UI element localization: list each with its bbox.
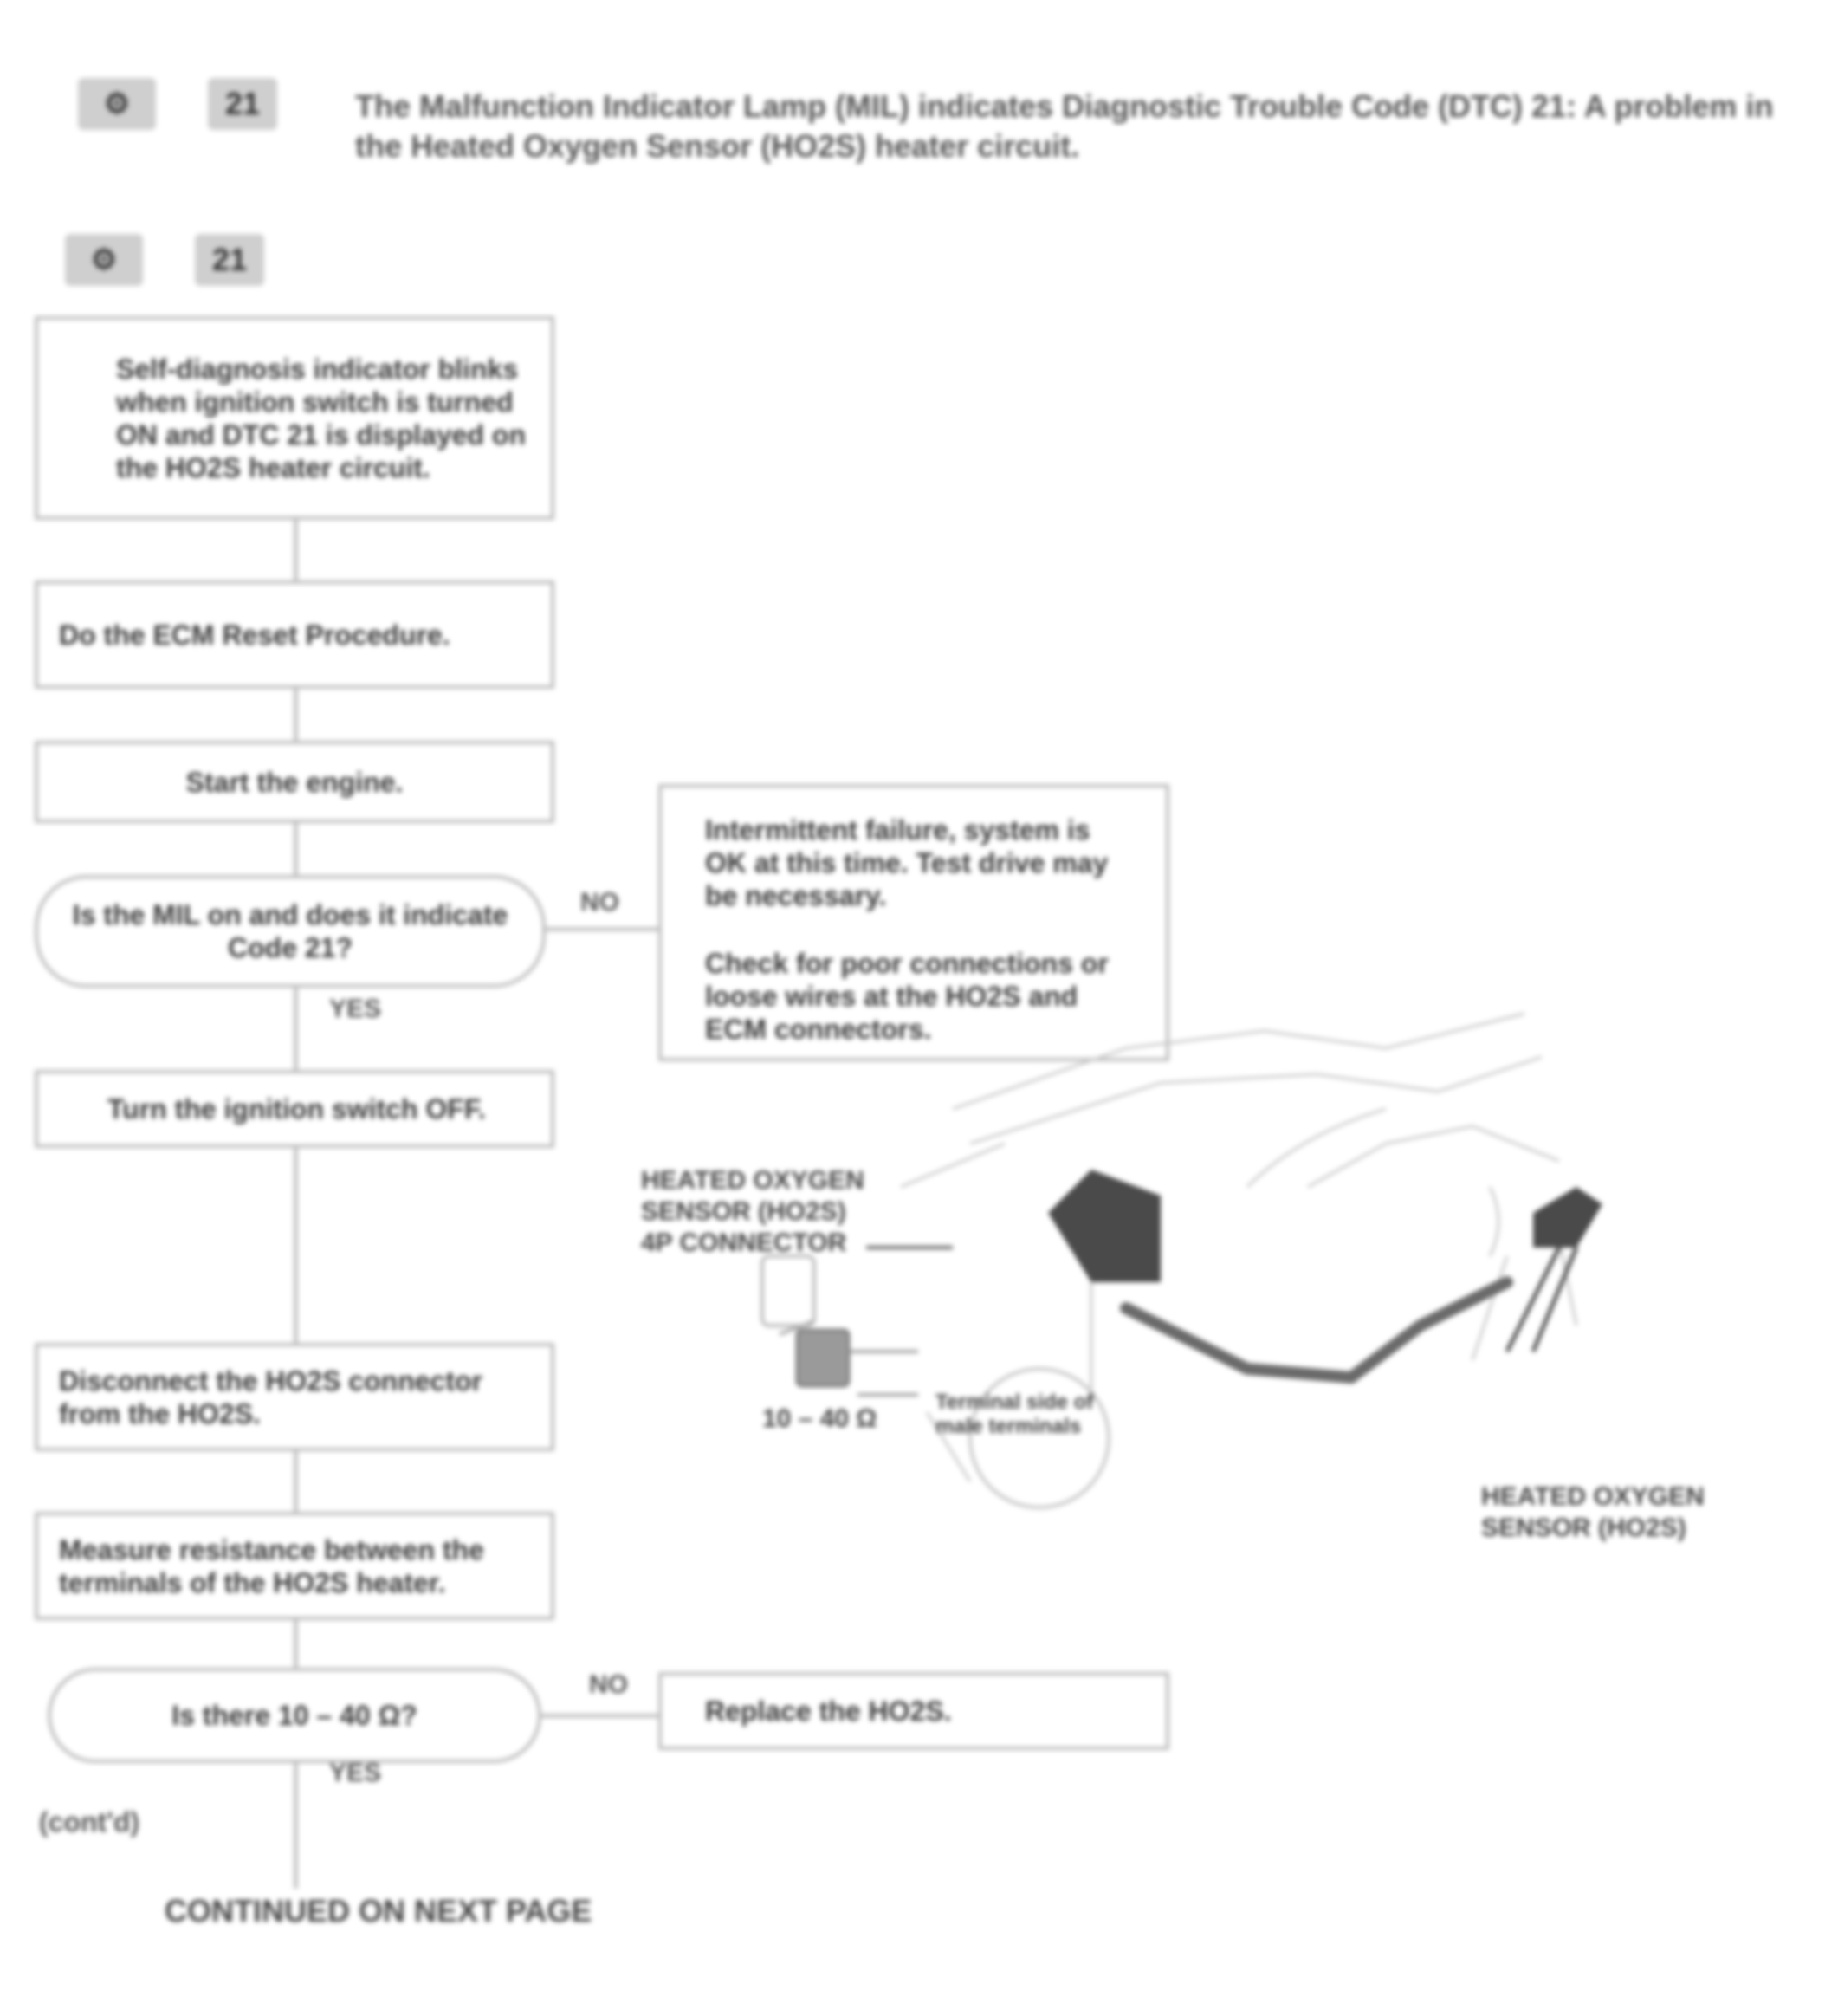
flow-step-start-engine: Start the engine. [35, 741, 554, 823]
flow-result-replace-sensor: Replace the HO2S. [658, 1672, 1169, 1750]
callout-resistance: 10 – 40 Ω [762, 1404, 877, 1433]
flow-step-measure: Measure resistance between the terminals… [35, 1512, 554, 1620]
dtc-badge: 21 [208, 78, 277, 130]
flow-connector [541, 1714, 658, 1718]
intermittent-text: Intermittent failure, system is OK at th… [705, 814, 1109, 911]
hos-connector [1048, 1170, 1161, 1282]
continued-note: (cont'd) [39, 1806, 140, 1838]
subheader-icons: ⚙ 21 [65, 234, 264, 286]
header-icons: ⚙ 21 [78, 78, 277, 130]
flow-connector [546, 927, 658, 931]
sensor-harness [1120, 1276, 1513, 1384]
flow-connector [294, 520, 298, 1889]
flow-result-intermittent: Intermittent failure, system is OK at th… [658, 784, 1169, 1061]
flow-step-initial: Self-diagnosis indicator blinks when ign… [35, 316, 554, 520]
engine-icon: ⚙ [78, 78, 156, 130]
flow-decision-mil: Is the MIL on and does it indicate Code … [35, 875, 546, 988]
check-connections-text: Check for poor connections or loose wire… [705, 948, 1109, 1045]
detail-circle [968, 1367, 1110, 1509]
oxygen-sensor [1533, 1187, 1602, 1248]
callout-terminal-view: Terminal side of male terminals [935, 1390, 1094, 1438]
dtc-description: The Malfunction Indicator Lamp (MIL) ind… [355, 88, 1774, 164]
flow-step-ignition-off: Turn the ignition switch OFF. [35, 1070, 554, 1148]
connector-pin-block [760, 1254, 816, 1327]
flow-decision-resistance: Is there 10 – 40 Ω? [48, 1668, 541, 1763]
connector-terminal [795, 1328, 851, 1388]
dtc-badge: 21 [195, 234, 264, 286]
yes-label: YES [329, 995, 382, 1023]
callout-sensor: HEATED OXYGEN SENSOR (HO2S) [1481, 1482, 1705, 1542]
no-label: NO [589, 1670, 628, 1699]
continued-label: CONTINUED ON NEXT PAGE [165, 1893, 592, 1928]
ho2s-illustration: HEATED OXYGEN SENSOR (HO2S) 4P CONNECTOR… [641, 996, 1784, 1620]
flow-step-reset: Do the ECM Reset Procedure. [35, 580, 554, 689]
engine-icon: ⚙ [65, 234, 143, 286]
flow-step-disconnect: Disconnect the HO2S connector from the H… [35, 1343, 554, 1451]
yes-label: YES [329, 1759, 382, 1787]
callout-connector: HEATED OXYGEN SENSOR (HO2S) 4P CONNECTOR [641, 1166, 864, 1257]
engine-illustration [760, 1012, 1602, 1509]
no-label: NO [580, 888, 619, 917]
